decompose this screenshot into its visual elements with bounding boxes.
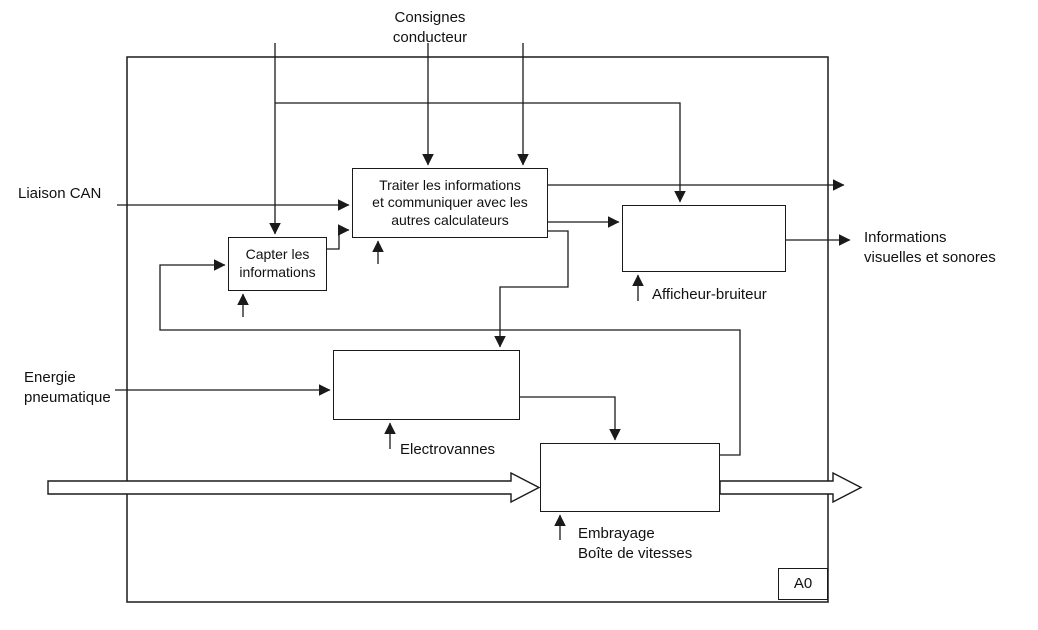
- a0-frame: [126, 56, 829, 603]
- traiter-to-electrovannes-arrow: [494, 230, 569, 348]
- capter-to-traiter-arrow: [327, 224, 350, 250]
- capter-box: Capter les informations: [228, 237, 327, 291]
- electrovannes-to-embrayage-arrow: [520, 396, 621, 441]
- afficheur-bruiteur-label: Afficheur-bruiteur: [652, 286, 767, 303]
- liaison-can-label: Liaison CAN: [18, 185, 102, 202]
- electrovannes-label: Electrovannes: [400, 441, 496, 458]
- afficheur-box: [622, 205, 786, 272]
- informations-visuelles-label: Informations visuelles et sonores: [864, 229, 996, 266]
- energie-pneumatique-label: Energie pneumatique: [24, 369, 111, 406]
- embrayage-feedback-to-capter-arrow: [159, 259, 741, 456]
- consignes-branch-to-afficheur: [275, 102, 686, 203]
- consignes-conducteur-label: Consignes conducteur: [392, 9, 468, 46]
- a0-id-box: A0: [778, 568, 828, 600]
- mechanical-power-arrow-out: [719, 471, 863, 504]
- mechanical-power-arrow-in: [47, 471, 541, 504]
- electrovannes-box: [333, 350, 520, 420]
- embrayage-box: [540, 443, 720, 512]
- embrayage-boite-label: Embrayage Boîte de vitesses: [578, 525, 693, 562]
- traiter-box: Traiter les informations et communiquer …: [352, 168, 548, 238]
